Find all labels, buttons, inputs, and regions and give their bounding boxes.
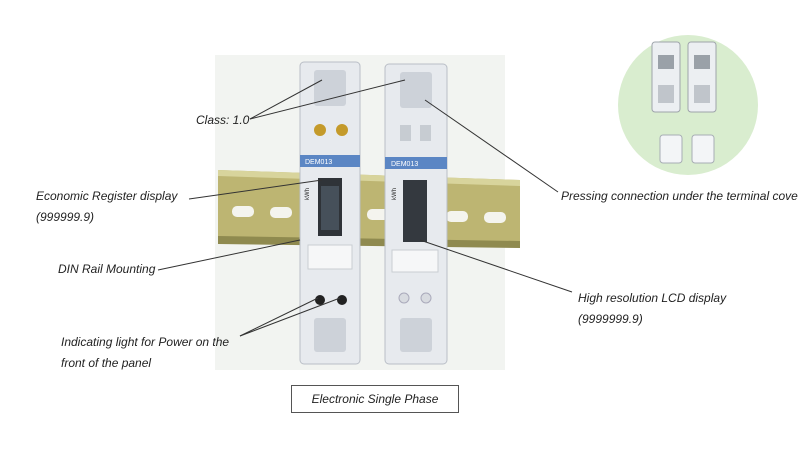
- indicating-light-label: Indicating light for Power on the: [61, 335, 230, 349]
- din-rail-label: DIN Rail Mounting: [58, 262, 156, 276]
- meter-right-model: DEM013: [391, 161, 418, 168]
- lcd-display-value: (9999999.9): [578, 312, 643, 326]
- economic-register-value: (999999.9): [36, 210, 95, 224]
- terminal-screw-icon: [336, 124, 348, 136]
- lcd-display-label: High resolution LCD display: [578, 291, 727, 305]
- indicating-light-label-2: front of the panel: [61, 356, 152, 370]
- meter-left-unit: kWh: [305, 188, 311, 200]
- meter-left-model: DEM013: [305, 159, 332, 166]
- meter-right-unit: kWh: [392, 188, 398, 200]
- meter-right: DEM013 kWh: [384, 63, 448, 365]
- terminal-cover-inset: [618, 35, 758, 175]
- economic-register-label: Economic Register display: [36, 189, 178, 203]
- meter-left: DEM013 kWh: [299, 61, 361, 365]
- leader-lines: [157, 79, 573, 337]
- class-label: Class: 1.0: [196, 113, 250, 127]
- caption-text: Electronic Single Phase: [311, 392, 439, 406]
- terminal-screw-icon: [314, 124, 326, 136]
- pressing-connection-label: Pressing connection under the terminal c…: [561, 189, 798, 203]
- din-rail: [218, 170, 520, 248]
- power-light-icon: [315, 295, 325, 305]
- caption-box: Electronic Single Phase: [291, 385, 459, 413]
- power-light-icon: [337, 295, 347, 305]
